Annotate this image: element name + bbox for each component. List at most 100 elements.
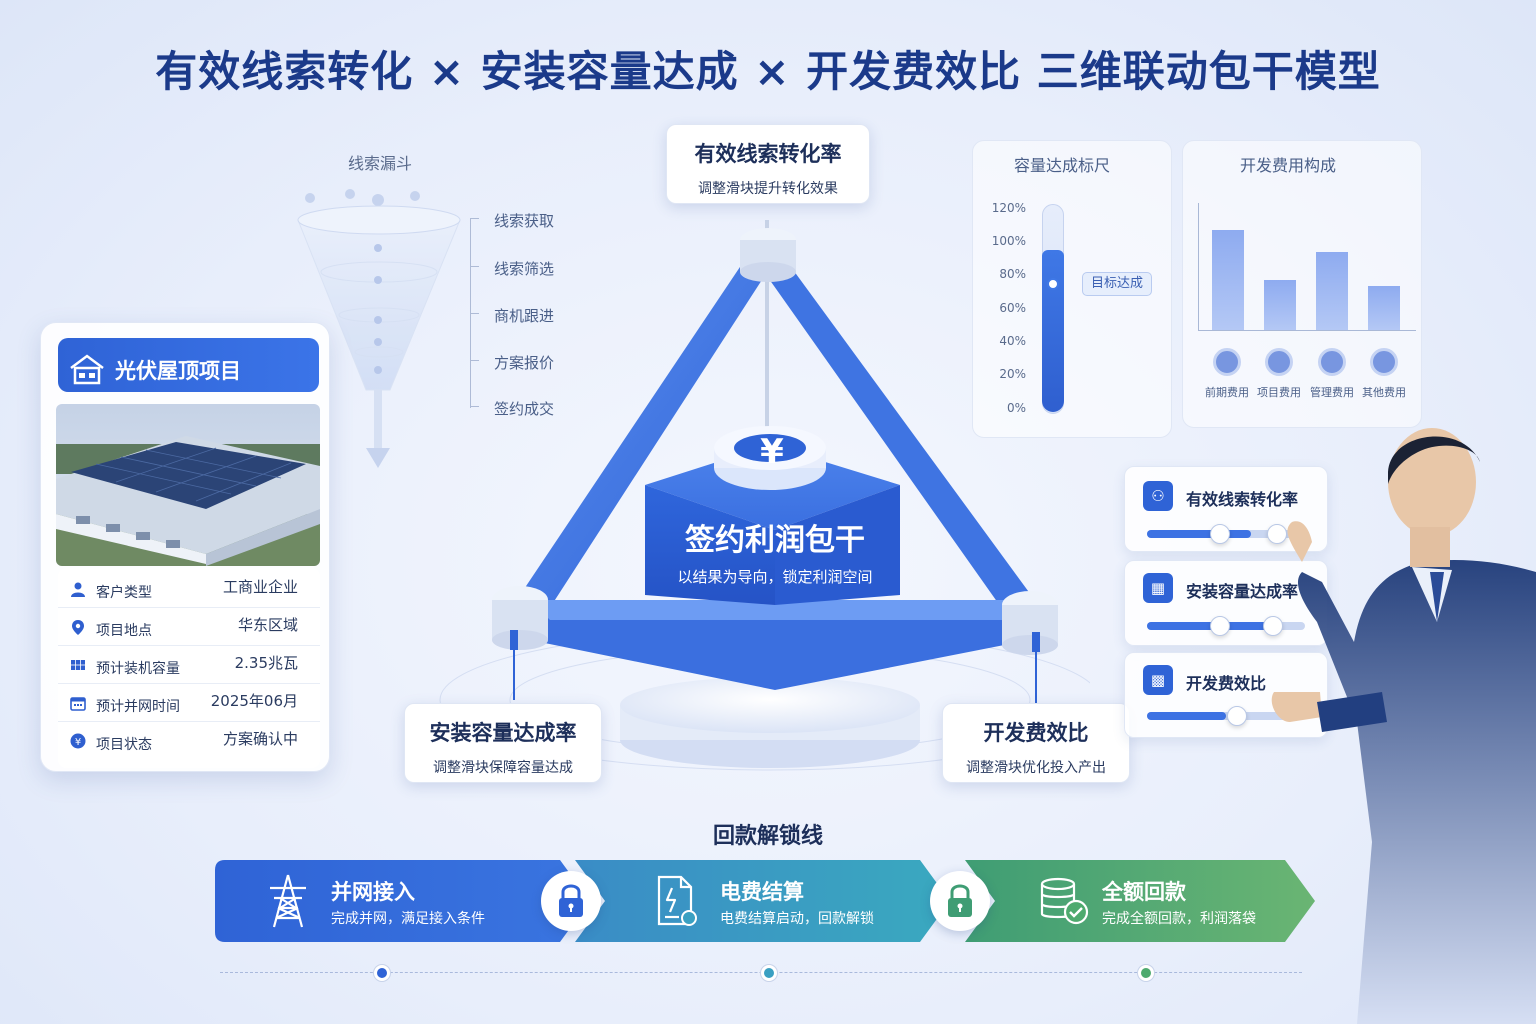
ruler-tick: 40% (999, 334, 1026, 348)
control-label: 开发费效比 (1186, 674, 1267, 693)
yen-symbol: ¥ (760, 432, 784, 472)
users-icon: ⚇ (1143, 481, 1173, 511)
funnel-stage: 签约成交 (494, 400, 555, 418)
info-value: 华东区域 (237, 616, 298, 634)
payback-title: 回款解锁线 (712, 824, 823, 849)
lock-icon (948, 884, 972, 917)
lock-button[interactable] (541, 871, 601, 931)
info-row-location: 项目地点 华东区域 (58, 608, 320, 646)
factory-rooftop-photo (56, 404, 320, 566)
slider-track[interactable] (1147, 712, 1305, 720)
node-lead-conversion: 有效线索转化率 调整滑块提升转化效果 (666, 124, 870, 204)
node-title: 安装容量达成率 (429, 721, 577, 745)
cost-bar (1212, 230, 1244, 330)
project-card-header (58, 338, 319, 392)
capacity-ruler-title: 容量达成标尺 (1013, 156, 1110, 175)
info-label: 预计并网时间 (96, 699, 180, 715)
timeline-dot (374, 965, 390, 981)
bar-chart-icon: ▩ (1143, 665, 1173, 695)
slider-fill (1147, 530, 1252, 538)
businessman-figure (1271, 428, 1536, 1024)
cost-category-label: 其他费用 (1362, 386, 1406, 399)
lock-button[interactable] (930, 871, 990, 931)
info-label: 预计装机容量 (96, 661, 180, 677)
payback-step-sub: 完成并网，满足接入条件 (331, 911, 485, 927)
cost-category-label: 管理费用 (1310, 386, 1354, 399)
project-card-title: 光伏屋顶项目 (115, 359, 241, 383)
cost-breakdown-title: 开发费用构成 (1239, 156, 1336, 175)
payback-flow-arrows (215, 860, 1315, 942)
invoice-icon (657, 875, 697, 926)
payback-step-label: 电费结算 (720, 880, 804, 904)
timeline-dot (761, 965, 777, 981)
payback-step-sub: 完成全额回款，利润落袋 (1102, 911, 1256, 927)
location-pin-icon (72, 620, 84, 635)
cost-category-label: 项目费用 (1257, 386, 1301, 399)
node-capacity-achievement: 安装容量达成率 调整滑块保障容量达成 (404, 703, 602, 783)
node-cost-efficiency: 开发费效比 调整滑块优化投入产出 (942, 703, 1130, 783)
cost-category-icon (1370, 348, 1398, 376)
cost-category-icon (1213, 348, 1241, 376)
slider-thumb[interactable] (1209, 616, 1230, 636)
payback-step-label: 并网接入 (331, 880, 415, 904)
center-subtitle: 以结果为导向，锁定利润空间 (677, 568, 873, 586)
slider-thumb[interactable] (1227, 706, 1248, 726)
funnel-stage: 线索获取 (494, 212, 555, 230)
info-label: 项目状态 (96, 737, 152, 753)
cost-bar (1316, 252, 1348, 330)
funnel-graphic (297, 189, 461, 468)
calendar-icon (70, 697, 86, 711)
info-value: 2025年06月 (210, 692, 298, 710)
slider-thumb[interactable] (1209, 524, 1230, 544)
info-row-status: ¥ 项目状态 方案确认中 (58, 722, 320, 760)
payback-step-sub: 电费结算启动，回款解锁 (720, 911, 874, 927)
cost-category-icon (1318, 348, 1346, 376)
funnel-stage: 商机跟进 (494, 307, 555, 325)
timeline-dot (1138, 965, 1154, 981)
funnel-bracket (470, 218, 482, 408)
cost-y-axis (1198, 203, 1199, 331)
ruler-tick: 60% (999, 301, 1026, 315)
info-value: 工商业企业 (222, 578, 298, 596)
lock-icon (559, 884, 583, 917)
capacity-fill (1042, 249, 1064, 412)
node-title: 有效线索转化率 (694, 142, 842, 166)
node-subtitle: 调整滑块提升转化效果 (698, 181, 838, 197)
solar-panel-icon: ▦ (1143, 573, 1173, 603)
info-label: 客户类型 (96, 585, 152, 601)
pyramid-structure (439, 220, 1090, 771)
ruler-tick: 20% (999, 367, 1026, 381)
info-value: 2.35兆瓦 (234, 654, 298, 672)
node-subtitle: 调整滑块保障容量达成 (433, 760, 573, 776)
info-row-customer-type: 客户类型 工商业企业 (58, 570, 320, 608)
cost-bar (1264, 280, 1296, 330)
ruler-tick: 80% (999, 267, 1026, 281)
ruler-tick: 100% (991, 234, 1026, 248)
user-icon (71, 582, 85, 597)
solar-panel-icon (71, 660, 85, 670)
slider-fill (1147, 712, 1226, 720)
target-badge: 目标达成 (1082, 272, 1152, 296)
info-row-grid-date: 预计并网时间 2025年06月 (58, 684, 320, 722)
svg-text:¥: ¥ (75, 737, 81, 748)
funnel-stage: 方案报价 (494, 354, 555, 372)
cost-category-label: 前期费用 (1205, 386, 1249, 399)
yen-icon: ¥ (70, 733, 86, 749)
coins-check-icon (1040, 877, 1089, 925)
payback-step-label: 全额回款 (1102, 880, 1186, 904)
ruler-tick: 0% (1006, 401, 1026, 415)
control-label: 有效线索转化率 (1186, 490, 1299, 509)
cost-category-icon (1265, 348, 1293, 376)
info-row-capacity: 预计装机容量 2.35兆瓦 (58, 646, 320, 684)
ruler-tick: 120% (991, 201, 1026, 215)
center-title: 签约利润包干 (685, 523, 865, 558)
info-label: 项目地点 (96, 623, 152, 639)
control-label: 安装容量达成率 (1186, 582, 1299, 601)
slider-thumb[interactable] (1263, 616, 1284, 636)
slider-thumb[interactable] (1266, 524, 1287, 544)
funnel-stage: 线索筛选 (494, 260, 555, 278)
cost-bar (1368, 286, 1400, 330)
node-subtitle: 调整滑块优化投入产出 (966, 760, 1106, 776)
capacity-target-marker[interactable] (1047, 278, 1059, 290)
cost-x-axis (1198, 330, 1416, 331)
